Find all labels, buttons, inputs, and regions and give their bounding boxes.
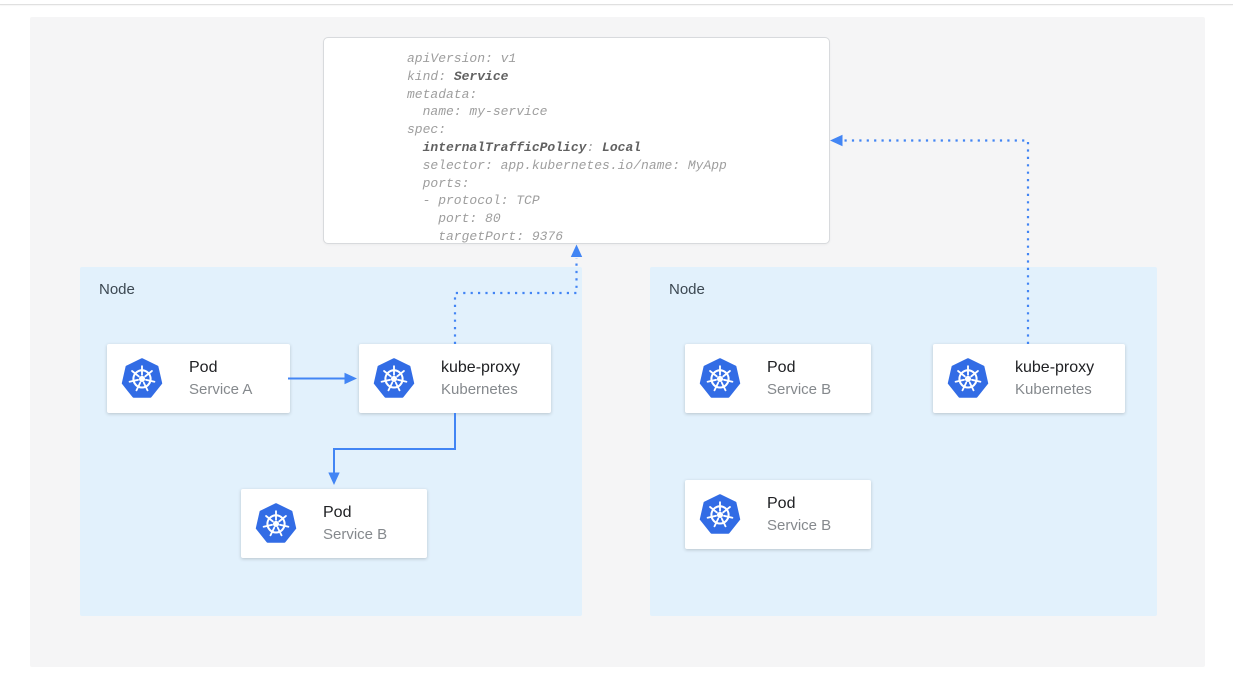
- card-subtitle: Service B: [767, 517, 832, 534]
- pod-card-service-b-left: Pod Service B: [241, 489, 427, 558]
- card-title: Pod: [767, 495, 796, 512]
- top-divider: [0, 4, 1233, 5]
- kubernetes-icon: [699, 494, 741, 535]
- yaml-line: kind: Service: [407, 68, 509, 84]
- yaml-line: internalTrafficPolicy: Local: [422, 139, 642, 155]
- yaml-line: ports:: [407, 175, 470, 191]
- card-subtitle: Service B: [323, 526, 388, 543]
- yaml-line: apiVersion: v1: [407, 51, 517, 66]
- yaml-line: - protocol: TCP: [407, 193, 540, 209]
- kubernetes-icon: [373, 358, 415, 399]
- card-subtitle: Service B: [767, 381, 832, 398]
- card-title: kube-proxy: [441, 359, 521, 376]
- kubernetes-icon: [255, 503, 297, 544]
- kubernetes-icon: [699, 358, 741, 399]
- yaml-line: port: 80: [407, 211, 501, 227]
- pod-card-service-a: Pod Service A: [107, 344, 290, 413]
- yaml-line: selector: app.kubernetes.io/name: MyApp: [407, 157, 727, 173]
- card-subtitle: Kubernetes: [441, 381, 518, 398]
- card-title: Pod: [323, 504, 352, 521]
- yaml-line: spec:: [407, 122, 447, 138]
- card-title: Pod: [767, 359, 796, 376]
- pod-card-service-b-right-bottom: Pod Service B: [685, 480, 871, 549]
- node-box-right: Node: [650, 267, 1157, 616]
- card-subtitle: Kubernetes: [1015, 381, 1092, 398]
- yaml-code-block: apiVersion: v1 kind: Service metadata: nam…: [407, 50, 829, 246]
- diagram-panel: apiVersion: v1 kind: Service metadata: nam…: [30, 17, 1205, 667]
- card-title: kube-proxy: [1015, 359, 1095, 376]
- card-title: Pod: [189, 359, 218, 376]
- pod-card-service-b-right-top: Pod Service B: [685, 344, 871, 413]
- kubernetes-icon: [121, 358, 163, 399]
- service-yaml-card: apiVersion: v1 kind: Service metadata: nam…: [323, 37, 830, 244]
- kube-proxy-card-right: kube-proxy Kubernetes: [933, 344, 1125, 413]
- node-box-left: Node: [80, 267, 582, 616]
- yaml-line: targetPort: 9376: [407, 228, 564, 244]
- node-label: Node: [669, 281, 705, 298]
- yaml-line: metadata:: [407, 86, 478, 102]
- card-subtitle: Service A: [189, 381, 253, 398]
- kube-proxy-card-left: kube-proxy Kubernetes: [359, 344, 551, 413]
- kubernetes-icon: [947, 358, 989, 399]
- yaml-line: name: my-service: [407, 104, 548, 120]
- node-label: Node: [99, 281, 135, 298]
